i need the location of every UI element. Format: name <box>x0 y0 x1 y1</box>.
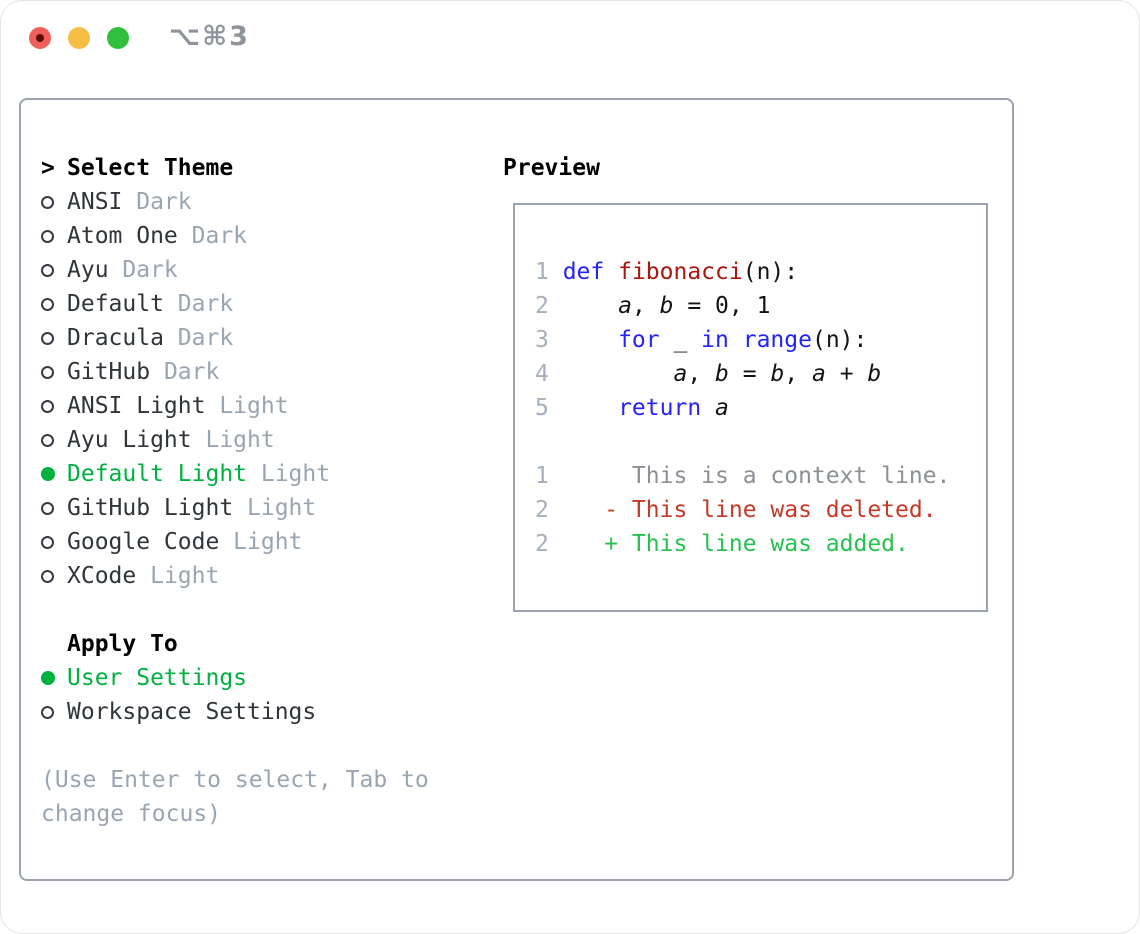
radio-selected-icon <box>41 671 67 685</box>
line-number: 5 <box>535 395 549 421</box>
theme-option-github-light[interactable]: GitHub Light Light <box>41 491 429 525</box>
apply-option-workspace-settings[interactable]: Workspace Settings <box>41 695 429 729</box>
radio-unselected-icon <box>41 433 67 447</box>
theme-name: Google Code <box>67 529 220 555</box>
theme-variant: Dark <box>177 325 234 351</box>
traffic-lights <box>29 27 129 49</box>
radio-unselected-icon <box>41 705 67 719</box>
theme-name: GitHub <box>67 359 151 385</box>
theme-name: Ayu Light <box>67 427 192 453</box>
theme-option-ayu-light[interactable]: Ayu Light Light <box>41 423 429 457</box>
theme-option-ansi-dark[interactable]: ANSI Dark <box>41 185 429 219</box>
blank-line <box>535 425 986 459</box>
line-number: 1 <box>535 463 549 489</box>
theme-variant: Light <box>150 563 220 589</box>
theme-name: ANSI <box>67 189 123 215</box>
diff-line-added: 2 + This line was added. <box>535 527 986 561</box>
theme-list-header: > Select Theme <box>41 151 429 185</box>
spacer <box>41 729 429 763</box>
code-line: 4 a, b = b, a + b <box>535 357 986 391</box>
apply-option-label: Workspace Settings <box>67 699 317 725</box>
hint-text-line2: change focus) <box>41 801 222 827</box>
radio-unselected-icon <box>41 331 67 345</box>
code-line: 5 return a <box>535 391 986 425</box>
unsaved-dot-icon <box>36 34 44 42</box>
theme-picker-panel: > Select Theme ANSI Dark Atom One Dark A… <box>19 98 1014 881</box>
radio-unselected-icon <box>41 263 67 277</box>
theme-name: GitHub Light <box>67 495 234 521</box>
theme-variant: Light <box>247 495 317 521</box>
zoom-button[interactable] <box>107 27 129 49</box>
theme-name: ANSI Light <box>67 393 206 419</box>
prompt-icon: > <box>41 155 55 181</box>
theme-variant: Dark <box>136 189 192 215</box>
theme-option-atom-one-dark[interactable]: Atom One Dark <box>41 219 429 253</box>
theme-option-ansi-light[interactable]: ANSI Light Light <box>41 389 429 423</box>
theme-option-github-dark[interactable]: GitHub Dark <box>41 355 429 389</box>
theme-variant: Light <box>260 461 331 487</box>
theme-name: Default <box>67 291 164 317</box>
theme-option-default-light[interactable]: Default Light Light <box>41 457 429 491</box>
line-number: 1 <box>535 259 549 285</box>
hint-text-line1: (Use Enter to select, Tab to <box>41 767 429 793</box>
apply-to-title: Apply To <box>67 631 178 657</box>
radio-selected-icon <box>41 467 67 481</box>
theme-variant: Light <box>205 427 275 453</box>
radio-unselected-icon <box>41 535 67 549</box>
theme-variant: Light <box>219 393 289 419</box>
theme-name: XCode <box>67 563 137 589</box>
theme-option-default-dark[interactable]: Default Dark <box>41 287 429 321</box>
radio-unselected-icon <box>41 229 67 243</box>
code-line: 3 for _ in range(n): <box>535 323 986 357</box>
theme-name: Dracula <box>67 325 164 351</box>
radio-unselected-icon <box>41 365 67 379</box>
theme-option-xcode-light[interactable]: XCode Light <box>41 559 429 593</box>
line-number: 2 <box>535 531 549 557</box>
apply-option-user-settings[interactable]: User Settings <box>41 661 429 695</box>
theme-name: Default Light <box>67 461 248 487</box>
theme-list: > Select Theme ANSI Dark Atom One Dark A… <box>41 151 429 831</box>
apply-option-label: User Settings <box>67 665 248 691</box>
close-button[interactable] <box>29 27 51 49</box>
radio-unselected-icon <box>41 195 67 209</box>
spacer <box>41 593 429 627</box>
theme-variant: Dark <box>177 291 234 317</box>
diff-line-deleted: 2 - This line was deleted. <box>535 493 986 527</box>
radio-unselected-icon <box>41 501 67 515</box>
radio-unselected-icon <box>41 399 67 413</box>
theme-option-google-code-light[interactable]: Google Code Light <box>41 525 429 559</box>
theme-variant: Dark <box>191 223 248 249</box>
minimize-button[interactable] <box>68 27 90 49</box>
window-shortcut-label: ⌥⌘3 <box>169 21 250 52</box>
theme-variant: Dark <box>122 257 178 283</box>
theme-option-dracula-dark[interactable]: Dracula Dark <box>41 321 429 355</box>
radio-unselected-icon <box>41 297 67 311</box>
code-line: 2 a, b = 0, 1 <box>535 289 986 323</box>
theme-name: Atom One <box>67 223 178 249</box>
radio-unselected-icon <box>41 569 67 583</box>
theme-name: Ayu <box>67 257 109 283</box>
theme-variant: Dark <box>163 359 220 385</box>
theme-variant: Light <box>233 529 303 555</box>
line-number: 2 <box>535 293 549 319</box>
theme-list-title: Select Theme <box>67 155 234 181</box>
apply-to-header: Apply To <box>41 627 429 661</box>
line-number: 3 <box>535 327 549 353</box>
preview-title: Preview <box>503 155 600 181</box>
line-number: 2 <box>535 497 549 523</box>
line-number: 4 <box>535 361 549 387</box>
diff-line-context: 1 This is a context line. <box>535 459 986 493</box>
theme-option-ayu-dark[interactable]: Ayu Dark <box>41 253 429 287</box>
